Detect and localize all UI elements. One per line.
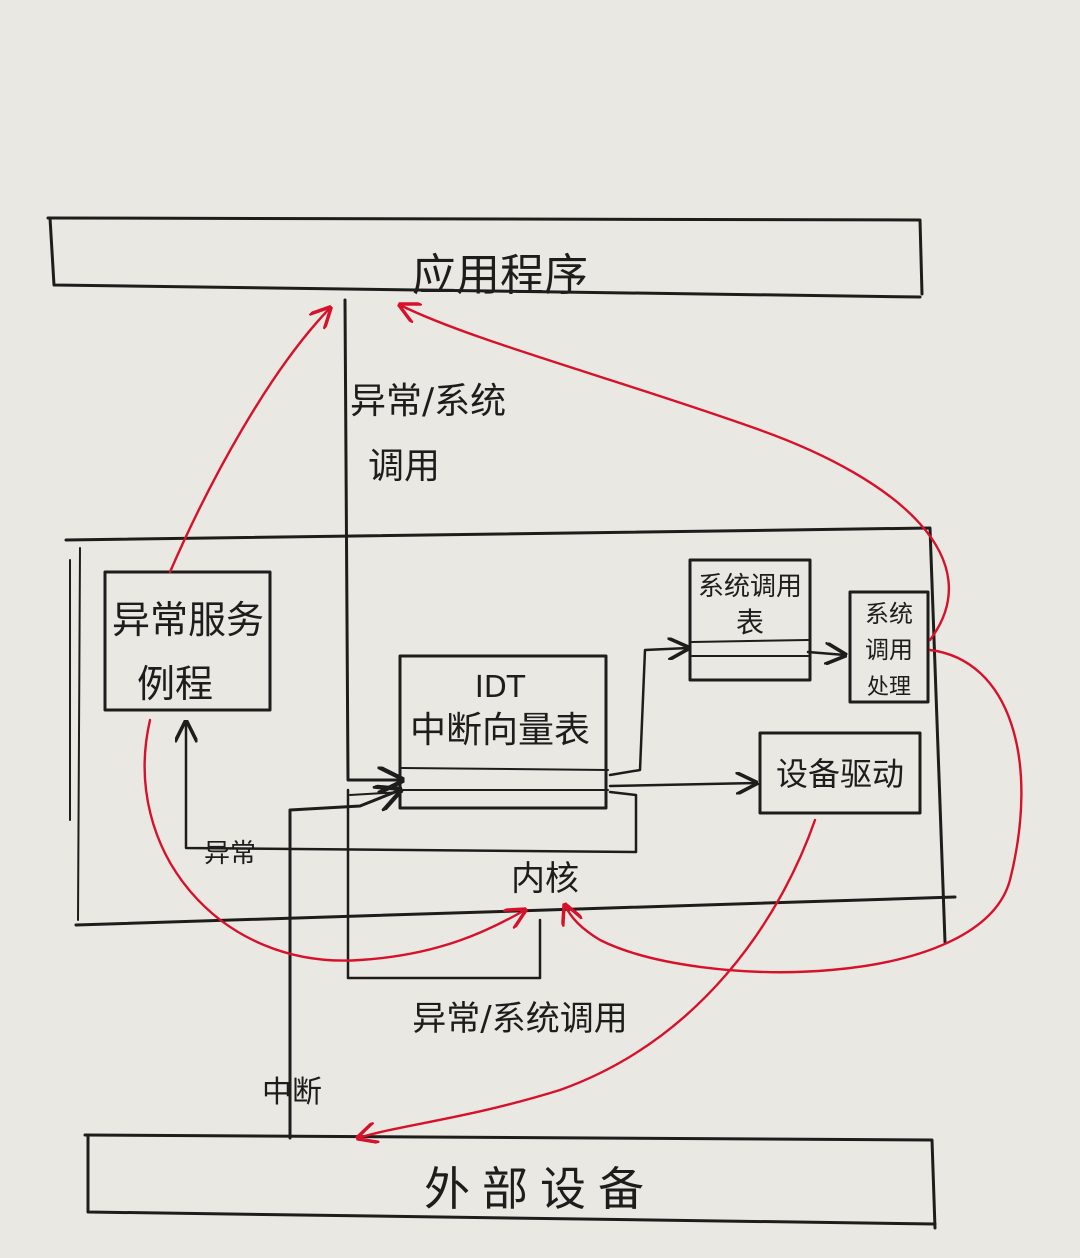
idt-label-line2: 中断向量表 <box>410 710 590 751</box>
device-driver-label: 设备驱动 <box>776 755 904 793</box>
exception-service-routine-line2: 例程 <box>137 662 213 706</box>
red-flow-arrows <box>143 305 1023 1138</box>
flow-exception-return <box>168 308 330 574</box>
exception-label: 异常 <box>204 839 256 869</box>
interrupt-label: 中断 <box>262 1075 322 1110</box>
flow-syscall-return <box>400 305 950 642</box>
kernel-label: 内核 <box>511 859 579 899</box>
syscall-handler-line3: 处理 <box>867 675 911 700</box>
exception-service-routine-line1: 异常服务 <box>112 598 264 642</box>
app-layer-box: 应用程序 <box>46 216 924 301</box>
device-layer-label: 外部设备 <box>424 1162 656 1216</box>
app-kernel-link: 异常/系统 调用 <box>343 298 506 780</box>
flow-handler-to-kernel <box>565 648 1023 974</box>
app-kernel-link-line2: 调用 <box>368 446 440 487</box>
kernel-connectors: 异常 异常/系统调用 <box>186 648 845 1039</box>
syscall-handler-line2: 调用 <box>865 636 913 664</box>
app-kernel-link-line1: 异常/系统 <box>350 381 506 422</box>
idt-box: IDT 中断向量表 <box>398 654 609 810</box>
kernel-entry-label: 异常/系统调用 <box>412 999 627 1039</box>
app-layer-label: 应用程序 <box>412 250 588 301</box>
interrupt-link: 中断 <box>262 790 402 1140</box>
device-layer-box: 外部设备 <box>83 1133 937 1230</box>
syscall-table-line2: 表 <box>736 606 764 639</box>
syscall-table-line1: 系统调用 <box>698 572 802 602</box>
syscall-handler-line1: 系统 <box>865 600 913 628</box>
idt-label-line1: IDT <box>475 670 526 705</box>
flow-driver-to-device <box>358 818 817 1138</box>
syscall-table-box: 系统调用 表 <box>688 558 812 682</box>
exception-service-routine-box: 异常服务 例程 <box>103 570 272 712</box>
syscall-handler-box: 系统 调用 处理 <box>848 590 930 704</box>
device-driver-box: 设备驱动 <box>758 731 922 815</box>
flow-exception-to-kernel <box>143 718 525 962</box>
